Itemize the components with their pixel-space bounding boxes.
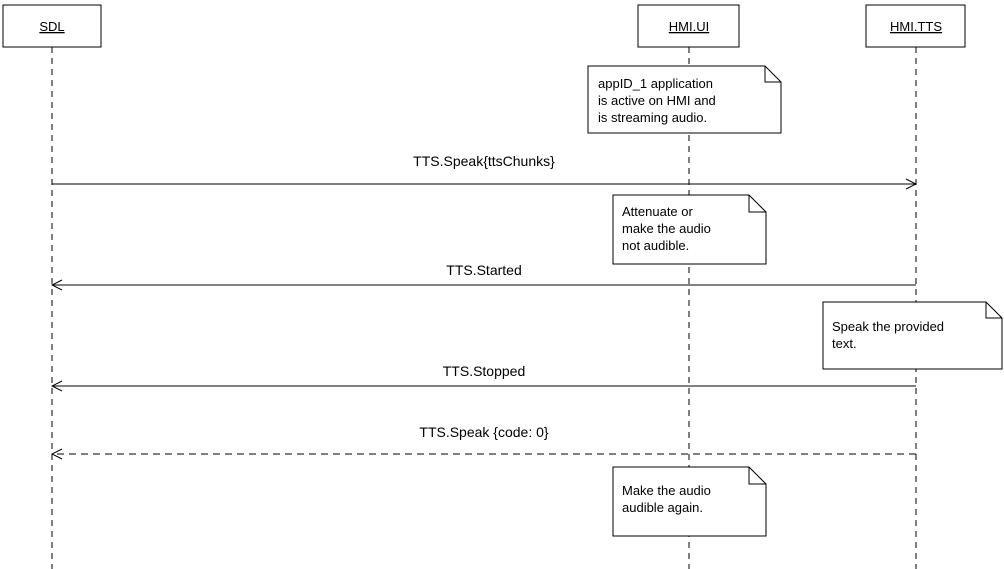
note-app-active-line-2: is active on HMI and bbox=[598, 93, 716, 108]
note-attenuate-audio-line-2: make the audio bbox=[622, 221, 711, 236]
participant-sdl-label: SDL bbox=[39, 19, 64, 34]
message-tts-stopped: TTS.Stopped bbox=[52, 363, 916, 386]
participant-hmi-tts: HMI.TTS bbox=[865, 4, 966, 48]
message-tts-speak-response-label: TTS.Speak {code: 0} bbox=[419, 424, 549, 440]
participant-hmi-tts-label: HMI.TTS bbox=[890, 19, 942, 34]
note-speak-text: Speak the provided text. bbox=[822, 301, 1003, 370]
note-restore-audio-line-2: audible again. bbox=[622, 500, 703, 515]
message-tts-speak-request-label: TTS.Speak{ttsChunks} bbox=[413, 153, 555, 169]
message-tts-started-label: TTS.Started bbox=[446, 262, 521, 278]
participant-hmi-ui-label: HMI.UI bbox=[669, 19, 709, 34]
participant-sdl: SDL bbox=[2, 4, 102, 48]
message-tts-stopped-label: TTS.Stopped bbox=[443, 363, 526, 379]
message-tts-speak-response: TTS.Speak {code: 0} bbox=[52, 424, 916, 454]
participant-hmi-ui: HMI.UI bbox=[637, 4, 740, 48]
note-restore-audio: Make the audio audible again. bbox=[612, 466, 767, 537]
note-attenuate-audio: Attenuate or make the audio not audible. bbox=[612, 194, 767, 265]
message-tts-speak-request: TTS.Speak{ttsChunks} bbox=[52, 153, 916, 184]
note-speak-text-line-1: Speak the provided bbox=[832, 319, 944, 334]
note-app-active-line-1: appID_1 application bbox=[598, 76, 713, 91]
note-speak-text-line-2: text. bbox=[832, 336, 857, 351]
message-tts-started: TTS.Started bbox=[52, 262, 916, 285]
note-app-active: appID_1 application is active on HMI and… bbox=[587, 65, 782, 134]
note-app-active-line-3: is streaming audio. bbox=[598, 110, 707, 125]
note-attenuate-audio-line-1: Attenuate or bbox=[622, 204, 693, 219]
note-restore-audio-line-1: Make the audio bbox=[622, 483, 711, 498]
note-attenuate-audio-line-3: not audible. bbox=[622, 238, 689, 253]
